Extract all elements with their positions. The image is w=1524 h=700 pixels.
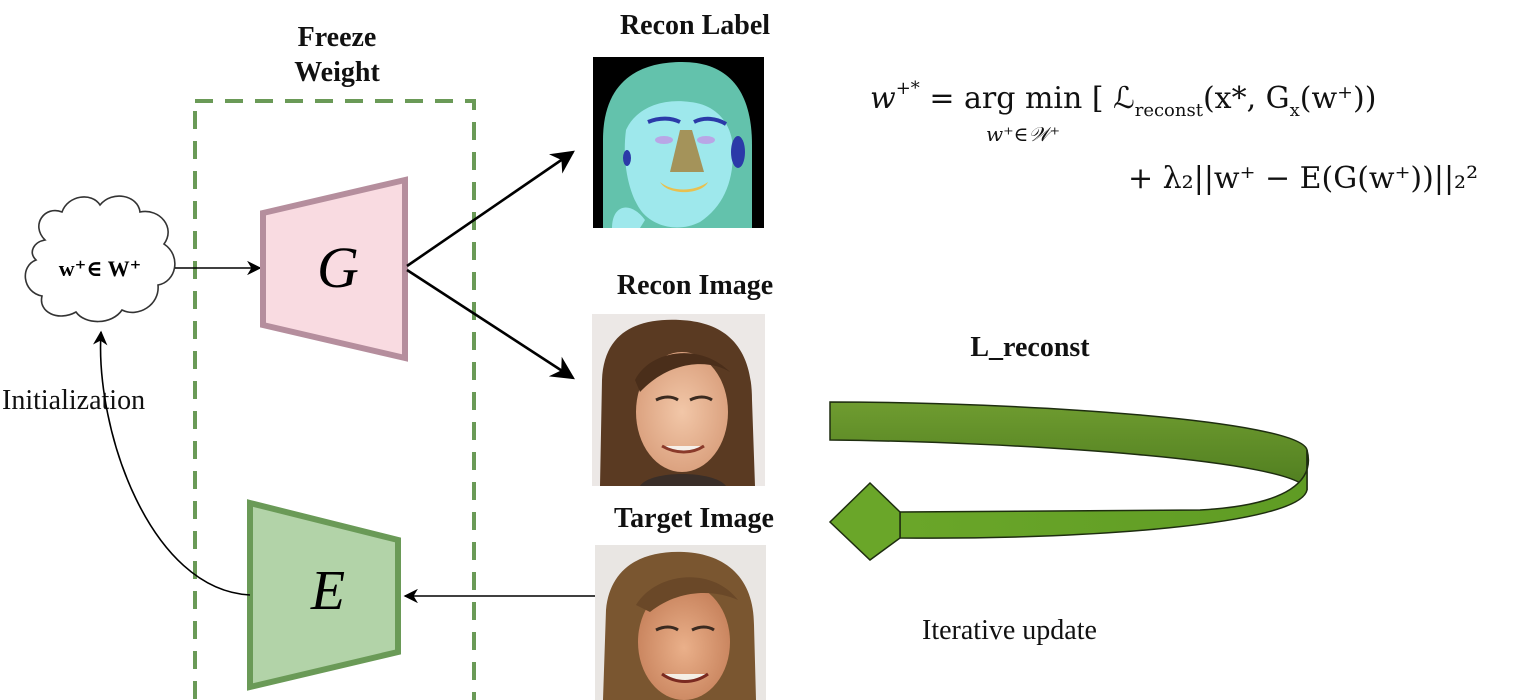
generator-to-image-arrow <box>406 268 575 380</box>
generator-symbol: G <box>317 235 359 300</box>
formula-argmin-domain: w⁺∈𝒲⁺ <box>986 122 1060 146</box>
generator-block <box>260 176 408 362</box>
freeze-weight-line2: Weight <box>294 57 380 88</box>
formula-lhs: w <box>870 81 896 116</box>
initialization-arrow <box>93 330 251 596</box>
target-image <box>595 545 766 700</box>
latent-variable-label: w⁺∈ W⁺ <box>59 256 142 281</box>
iterative-update-label: Iterative update <box>922 615 1097 646</box>
freeze-weight-line1: Freeze <box>297 22 377 53</box>
encoder-symbol: E <box>310 560 345 622</box>
recon-label-title: Recon Label <box>619 10 771 41</box>
formula-loss-sub: reconst <box>1134 100 1203 121</box>
recon-label-map <box>593 57 764 228</box>
recon-image <box>592 314 765 486</box>
formula-line-2: + λ₂||w⁺ − E(G(w⁺))||₂² <box>1128 161 1479 196</box>
formula-argmin: = arg min [ <box>929 81 1114 116</box>
iterative-update-loop-arrow <box>828 401 1309 561</box>
objective-formula: w+* = arg min [ ℒreconst(x*, Gx(w⁺)) w⁺∈… <box>870 78 1478 196</box>
l-reconst-label: L_reconst <box>970 332 1090 363</box>
generator-to-label-arrow <box>406 150 575 268</box>
target-image-title: Target Image <box>614 503 774 534</box>
formula-args: (x*, G <box>1202 81 1290 116</box>
freeze-weight-label: Freeze Weight <box>262 20 412 90</box>
freeze-weight-frame <box>193 99 476 700</box>
formula-lhs-sup: +* <box>895 78 920 99</box>
formula-loss: ℒ <box>1113 81 1135 116</box>
initialization-label: Initialization <box>2 385 146 416</box>
recon-image-title: Recon Image <box>616 270 774 301</box>
formula-gx-sub: x <box>1289 100 1300 121</box>
formula-line-1: w+* = arg min [ ℒreconst(x*, Gx(w⁺)) w⁺∈… <box>870 78 1478 146</box>
encoder-block <box>247 499 401 691</box>
latent-cloud-shape <box>24 195 176 323</box>
formula-tail: (w⁺)) <box>1299 81 1377 116</box>
